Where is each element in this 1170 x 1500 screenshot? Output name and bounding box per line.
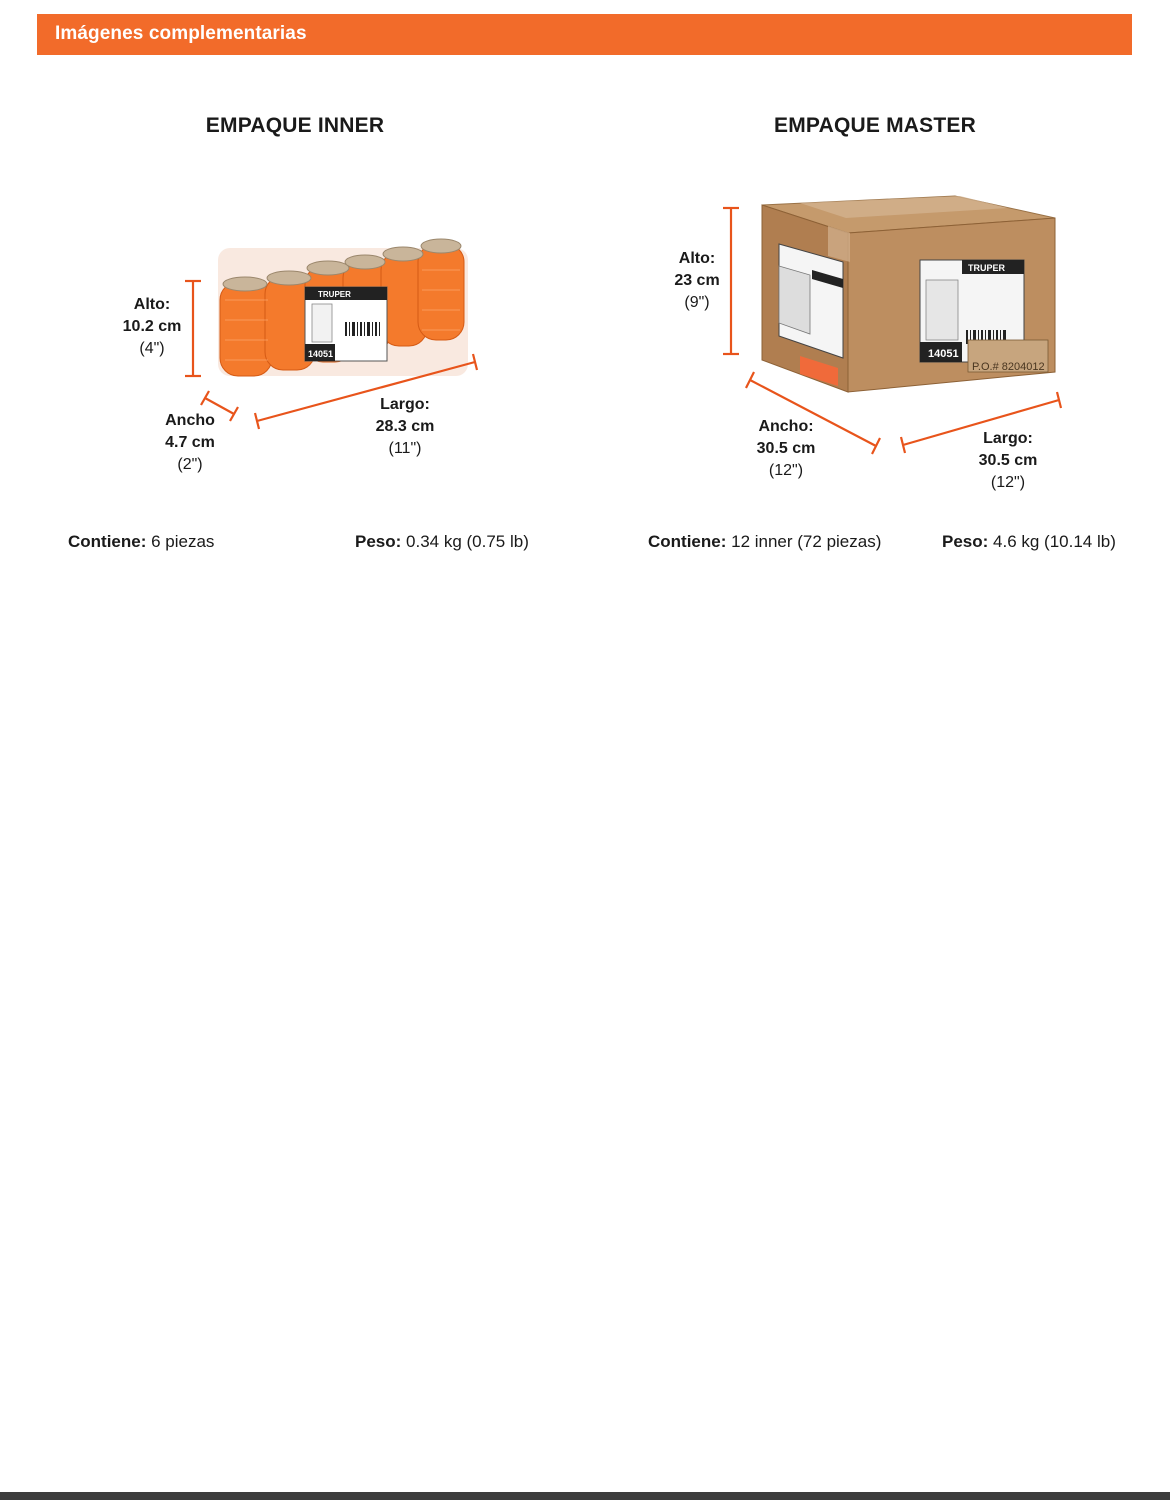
master-contiene: Contiene: 12 inner (72 piezas) xyxy=(648,532,882,551)
inner-title: EMPAQUE INNER xyxy=(205,114,385,137)
packaging-illustrations: TRUPER 14051 xyxy=(185,195,1063,455)
master-box-image: TRUPER 14051 P.O.# 8204012 xyxy=(761,195,1056,393)
header-bar: Imágenes complementarias xyxy=(37,14,1132,55)
master-brand-label: TRUPER xyxy=(968,263,1006,273)
inner-code-label: 14051 xyxy=(308,349,333,359)
master-code-label: 14051 xyxy=(928,348,959,360)
inner-ancho-label: Ancho 4.7 cm (2") xyxy=(165,412,215,473)
master-po-label: P.O.# 8204012 xyxy=(972,361,1045,373)
header-title: Imágenes complementarias xyxy=(55,23,307,44)
inner-dimension-lines xyxy=(185,279,479,430)
inner-contiene: Contiene: 6 piezas xyxy=(68,532,215,551)
master-title: EMPAQUE MASTER xyxy=(774,114,976,137)
inner-alto-label: Alto: 10.2 cm (4") xyxy=(122,296,182,357)
master-dimension-lines xyxy=(723,206,1063,455)
master-peso: Peso: 4.6 kg (10.14 lb) xyxy=(942,532,1116,551)
footer-bar xyxy=(0,1492,1170,1500)
inner-peso: Peso: 0.34 kg (0.75 lb) xyxy=(355,532,529,551)
master-ancho-label: Ancho: 30.5 cm (12") xyxy=(756,418,816,479)
master-largo-label: Largo: 30.5 cm (12") xyxy=(978,430,1038,491)
inner-pack-image: TRUPER 14051 xyxy=(218,238,468,377)
inner-brand-label: TRUPER xyxy=(318,290,351,299)
inner-largo-label: Largo: 28.3 cm (11") xyxy=(375,396,435,457)
master-alto-label: Alto: 23 cm (9") xyxy=(674,250,720,311)
